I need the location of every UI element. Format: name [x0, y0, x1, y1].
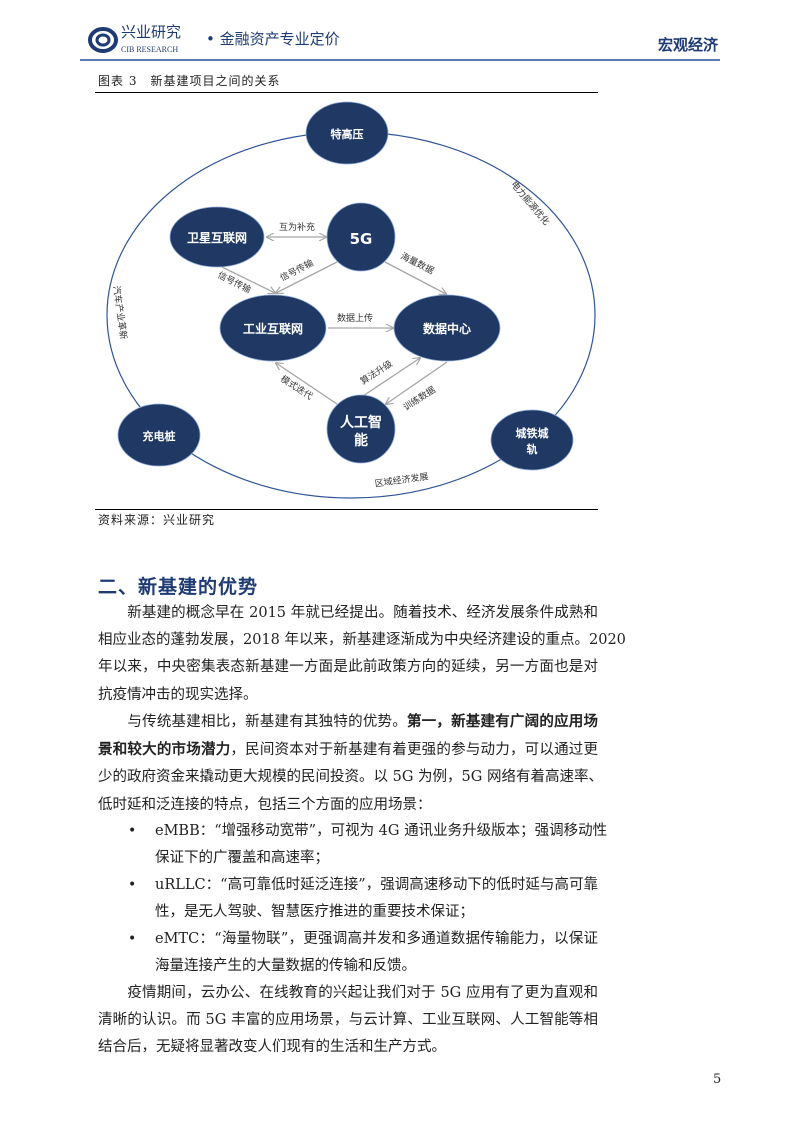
page-number: 5 [713, 1072, 722, 1087]
paragraph-1-line: 相应业态的蓬勃发展，2018 年以来，新基建逐渐成为中央经济建设的重点。2020 [98, 632, 626, 648]
paragraph-1-line: 新基建的概念早在 2015 年就已经提出。随着技术、经济发展条件成熟和 [98, 605, 598, 621]
node-industrial-internet [219, 294, 327, 362]
node-ai-label-2: 能 [354, 432, 368, 449]
edge-label-algorithm: 算法升级 [358, 358, 395, 388]
node-rail-label-1: 城铁城 [516, 426, 549, 440]
node-rail-label-2: 轨 [527, 442, 538, 456]
paragraph-2-text: ，民间资本对于新基建有着更强的参与动力，可以通过更 [230, 742, 599, 758]
bullet-line: eMBB：“增强移动宽带”，可视为 4G 通讯业务升级版本；强调移动性 [155, 823, 608, 839]
paragraph-2-line: 低时延和泛连接的特点，包括三个方面的应用场景： [98, 797, 432, 813]
relationship-diagram: 特高压 卫星互联网 5G 工业互联网 数据中心 人工智 能 充电桩 城铁城 轨 … [106, 101, 596, 499]
bullet-dot: • [128, 877, 137, 893]
node-uhv [305, 101, 389, 165]
section-heading: 二、新基建的优势 [98, 576, 259, 598]
edge-label-training: 训练数据 [401, 384, 438, 414]
edge-label-signal-2: 信号传输 [278, 257, 316, 284]
edge-datacenter-ai [386, 361, 448, 404]
node-ai-label-1: 人工智 [340, 414, 382, 431]
figure-top-rule [95, 92, 598, 93]
paragraph-2-text: 与传统基建相比，新基建有其独特的优势。 [98, 714, 407, 730]
ring-label-auto: 汽车产业革新 [110, 285, 129, 340]
paragraph-2-line: 与传统基建相比，新基建有其独特的优势。第一，新基建有广阔的应用场 [98, 712, 598, 732]
logo-chinese-text: 兴业研究 [121, 23, 182, 41]
paragraph-2-emphasis: 景和较大的市场潜力 [98, 741, 231, 758]
paragraph-2-line: 景和较大的市场潜力，民间资本对于新基建有着更强的参与动力，可以通过更 [98, 740, 598, 760]
node-charging-pile [117, 403, 201, 467]
ring-label-regional: 区域经济发展 [374, 470, 429, 489]
edge-ai-datacenter [362, 358, 420, 397]
bullet-line: 性，是无人驾驶、智慧医疗推进的重要技术保证； [155, 904, 474, 920]
bullet-line: eMTC：“海量物联”，更强调高并发和多通道数据传输能力，以保证 [155, 931, 598, 947]
logo-english-text: CIB RESEARCH [121, 45, 179, 54]
cib-research-logo: 兴业研究 CIB RESEARCH • 金融资产专业定价 [88, 24, 408, 58]
header-tagline: • 金融资产专业定价 [206, 30, 340, 48]
bullet-line: uRLLC：“高可靠低时延泛连接”，强调高速移动下的低时延与高可靠 [155, 877, 598, 893]
node-uhv-label: 特高压 [331, 127, 364, 141]
paragraph-1-line: 年以来，中央密集表态新基建一方面是此前政策方向的延续，另一方面也是对 [98, 659, 598, 675]
paragraph-1-line: 抗疫情冲击的现实选择。 [98, 687, 258, 703]
edge-label-upload: 数据上传 [337, 312, 373, 324]
report-section-tag: 宏观经济 [657, 36, 718, 54]
edge-5g-industrial [276, 261, 338, 293]
bullet-line: 保证下的广覆盖和高速率； [155, 850, 329, 866]
figure-source: 资料来源：兴业研究 [98, 513, 216, 527]
paragraph-2-emphasis: 第一，新基建有广阔的应用场 [406, 713, 598, 730]
node-satellite-internet [169, 206, 265, 268]
figure-title: 图表 3 新基建项目之间的关系 [98, 74, 281, 88]
node-5g [326, 202, 396, 272]
node-datacenter-label: 数据中心 [423, 321, 471, 336]
node-data-center [393, 294, 501, 362]
paragraph-3-line: 清晰的认识。而 5G 丰富的应用场景，与云计算、工业互联网、人工智能等相 [98, 1012, 598, 1028]
node-rail [490, 409, 574, 471]
node-charging-label: 充电桩 [143, 429, 176, 443]
edge-5g-datacenter [384, 261, 446, 294]
node-industrial-label: 工业互联网 [243, 321, 303, 336]
paragraph-3-line: 疫情期间，云办公、在线教育的兴起让我们对于 5G 应用有了更为直观和 [98, 985, 598, 1001]
figure-bottom-rule [95, 509, 598, 510]
bullet-dot: • [128, 931, 137, 947]
node-satellite-label: 卫星互联网 [187, 231, 247, 245]
edge-label-complement: 互为补充 [279, 221, 315, 233]
edge-satellite-industrial [221, 266, 275, 293]
header-divider [80, 59, 720, 61]
bullet-line: 海量连接产生的大量数据的传输和反馈。 [155, 958, 416, 974]
edge-ai-industrial [276, 363, 338, 405]
node-5g-label: 5G [350, 230, 373, 248]
cib-logo-icon [88, 27, 118, 53]
paragraph-2-line: 少的政府资金来撬动更大规模的民间投资。以 5G 为例，5G 网络有着高速率、 [98, 769, 603, 785]
ring-label-power: 电力能源优化 [508, 179, 552, 228]
bullet-dot: • [128, 823, 137, 839]
node-ai [326, 394, 396, 464]
paragraph-3-line: 结合后，无疑将显著改变人们现有的生活和生产方式。 [98, 1039, 446, 1055]
